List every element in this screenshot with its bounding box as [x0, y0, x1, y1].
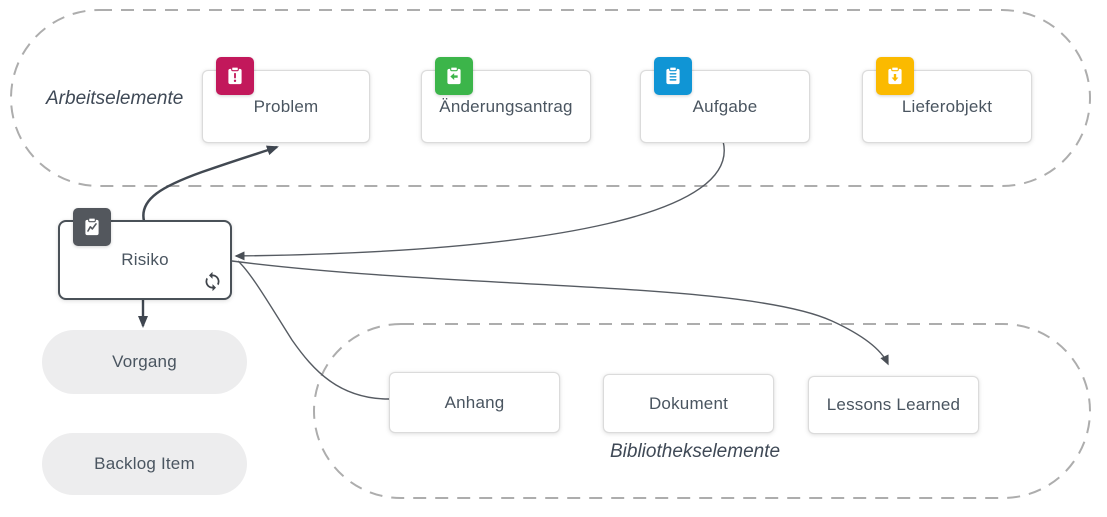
node-label: Dokument	[648, 393, 729, 413]
node-aufgabe[interactable]: Aufgabe	[640, 57, 810, 143]
arrow-aufgabe-to-risiko	[234, 140, 725, 261]
node-label: Anhang	[444, 392, 505, 412]
group-bibliothekselemente	[313, 323, 1091, 499]
node-label: Aufgabe	[692, 96, 758, 116]
group-label-bibliothekselemente: Bibliothekselemente	[610, 441, 781, 462]
clipboard-list-icon	[654, 57, 692, 95]
clipboard-arrow-left-icon	[435, 57, 473, 95]
node-label: Lieferobjekt	[901, 96, 993, 116]
node-vorgang[interactable]: Vorgang	[42, 330, 247, 394]
node-label: Änderungsantrag	[439, 96, 573, 116]
node-problem[interactable]: Problem	[202, 57, 370, 143]
clipboard-arrow-down-icon	[876, 57, 914, 95]
node-label: Vorgang	[112, 352, 177, 371]
clipboard-chart-icon	[73, 208, 111, 246]
node-risiko[interactable]: Risiko	[58, 208, 232, 300]
arrow-anhang-to-risiko	[237, 260, 390, 400]
node-label: Problem	[253, 96, 319, 116]
node-lieferobjekt[interactable]: Lieferobjekt	[862, 57, 1032, 143]
clipboard-exclamation-icon	[216, 57, 254, 95]
arrow-risiko-to-problem	[142, 145, 279, 222]
node-backlog-item[interactable]: Backlog Item	[42, 433, 247, 495]
group-arbeitselemente	[10, 9, 1091, 187]
node-label: Risiko	[121, 250, 169, 269]
node-anhang[interactable]: Anhang	[389, 372, 560, 433]
group-label-arbeitselemente: Arbeitselemente	[46, 88, 184, 109]
node-aenderungsantrag[interactable]: Änderungsantrag	[421, 57, 591, 143]
arrow-risiko-to-lessons-learned	[231, 260, 889, 366]
sync-icon	[202, 271, 223, 292]
node-lessons-learned[interactable]: Lessons Learned	[808, 376, 979, 434]
node-dokument[interactable]: Dokument	[603, 374, 774, 433]
node-label: Backlog Item	[94, 454, 195, 473]
node-label: Lessons Learned	[826, 395, 961, 414]
